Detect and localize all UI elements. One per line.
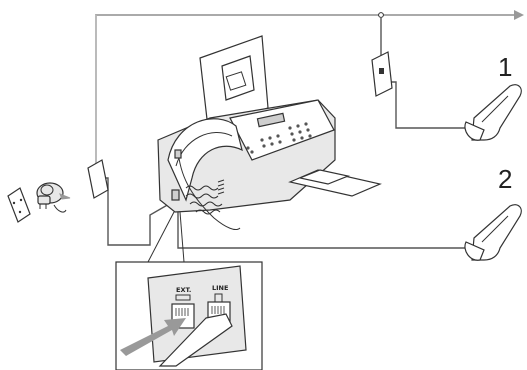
jack-detail-inset: EXT. LINE: [116, 262, 262, 370]
telephone-1: [465, 85, 521, 140]
callout-1: 1: [498, 52, 512, 82]
wall-socket-top: [372, 52, 392, 96]
wall-outlet: [8, 188, 30, 222]
extension-wire-1: [383, 82, 476, 128]
line-socket-box: [88, 160, 108, 198]
machine-jack-line: [172, 190, 179, 200]
arrow-right-icon: [514, 10, 524, 20]
fax-machine: [158, 36, 380, 230]
machine-jack-ext: [175, 150, 181, 158]
telephone-2: [465, 205, 521, 260]
wall-outlet-group: [8, 160, 108, 222]
arrow-icon: [60, 194, 70, 199]
callout-2: 2: [498, 164, 512, 194]
ext-jack-label: EXT.: [176, 286, 191, 294]
line-jack-label: LINE: [212, 284, 228, 292]
junction-dot: [379, 13, 384, 18]
extension-wire-2: [178, 205, 476, 248]
